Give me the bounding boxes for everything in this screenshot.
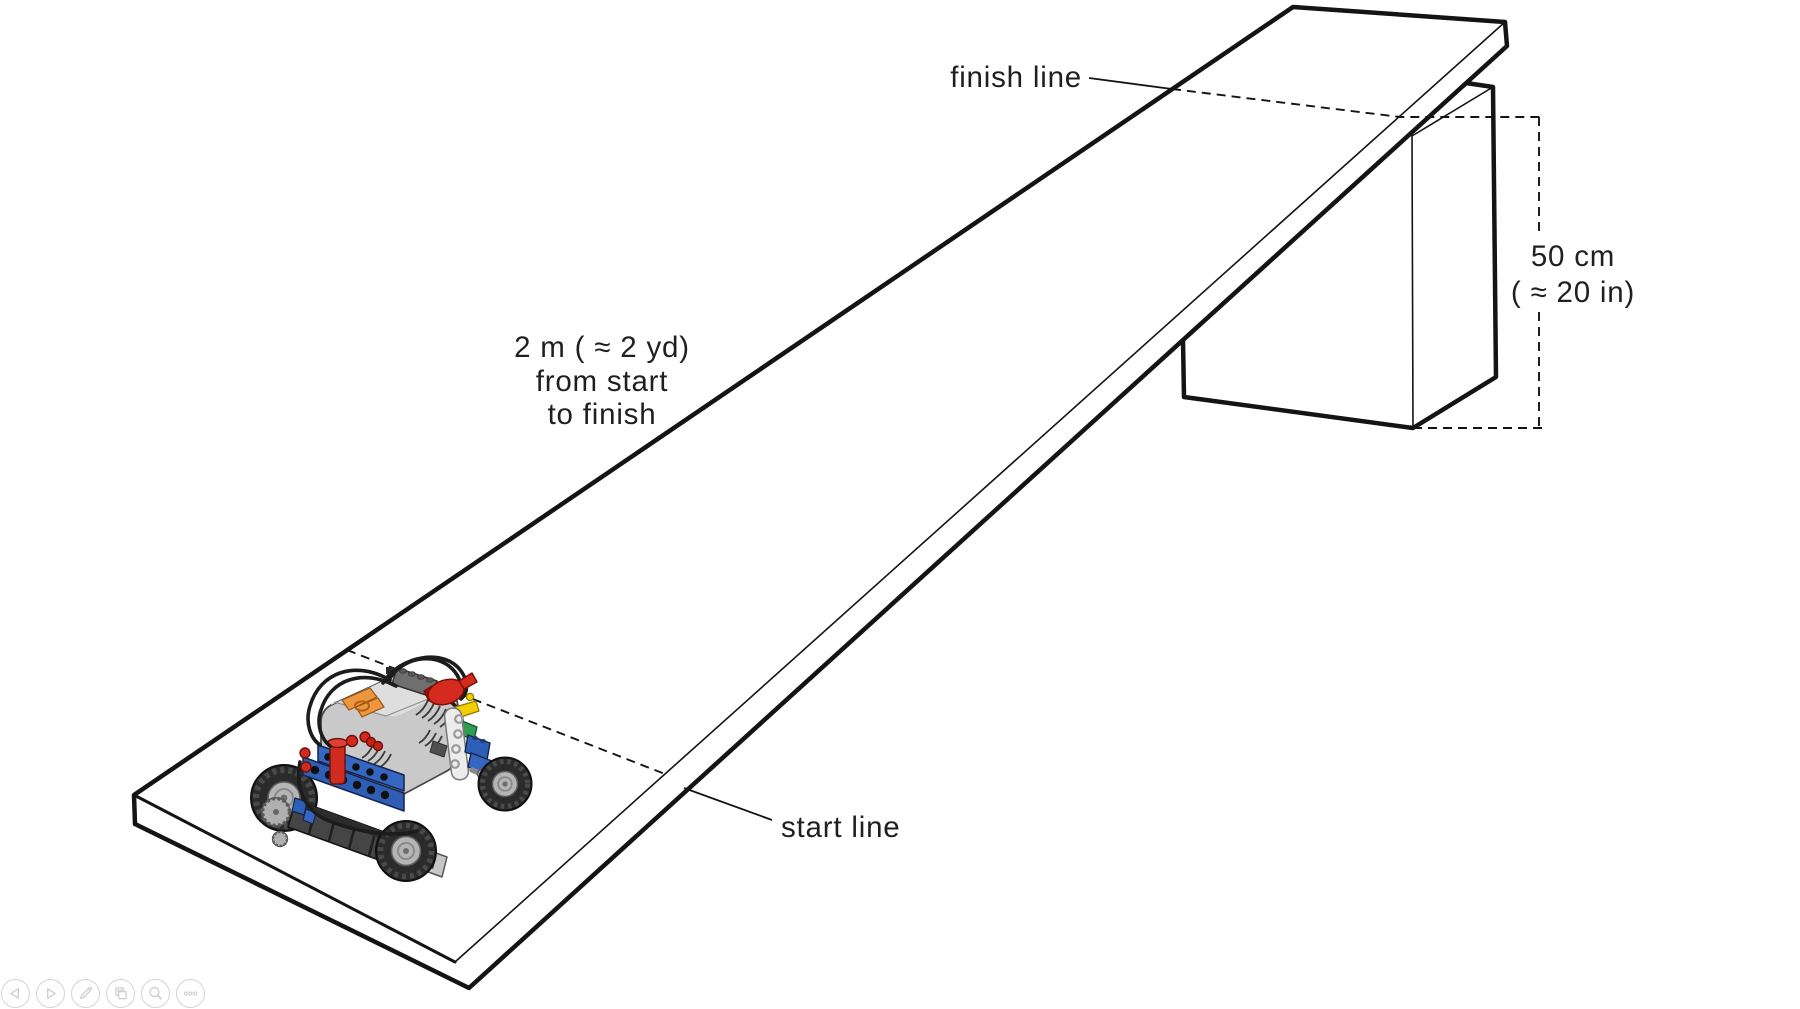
orange-tiles [341,687,385,718]
start-line-dashed [346,649,666,775]
block-thin-edges [1411,86,1494,429]
ellipsis-icon [183,991,198,996]
board-side-face [455,22,1507,988]
block-right-face [1412,87,1496,428]
height-label-line1: 50 cm [1531,240,1615,273]
block-left-face [1183,136,1413,428]
height-dimension [1413,117,1543,429]
balloon [423,672,478,706]
finish-leader-line [1088,77,1173,90]
red-pump-assembly [299,731,384,785]
height-label-line2: ( ≈ 20 in) [1511,276,1635,309]
slides-overview-button[interactable] [106,979,135,1008]
white-liftarm [443,707,470,781]
more-button[interactable] [176,979,205,1008]
length-note-line1: 2 m ( ≈ 2 yd) [514,331,690,364]
chevron-left-icon [10,988,19,999]
yellow-knob [465,692,475,702]
hose-lower [296,760,419,836]
board-end-face [134,795,469,988]
presentation-toolbar [1,979,205,1008]
length-note-line2: from start [536,365,669,398]
board-near-end-edge [132,793,457,964]
prev-button[interactable] [1,979,30,1008]
ramp-board [131,4,1510,991]
lego-vehicle [250,655,533,882]
pencil-icon [80,986,93,999]
length-note-line3: to finish [548,398,657,431]
start-leader-line [683,787,773,821]
board-top-face [134,7,1505,962]
finish-line-dashed [1171,88,1543,118]
length-note: 2 m ( ≈ 2 yd) from start to finish [514,331,690,431]
draw-button[interactable] [71,979,100,1008]
start-line-label: start line [781,811,901,844]
zoom-button[interactable] [141,979,170,1008]
support-block [1180,80,1499,431]
next-button[interactable] [36,979,65,1008]
board-se-top-edge [454,21,1506,963]
magnifier-icon [149,986,162,1000]
chevron-right-icon [47,988,56,999]
balloon-tip [458,672,478,690]
front-right-wheel [477,756,533,812]
finish-line-label: finish line [950,61,1082,94]
front-left-wheel [375,820,437,882]
copy-icon [115,987,127,1000]
body-logo-tile [429,740,448,758]
finish-line-group [1088,77,1543,118]
gear [260,796,292,848]
